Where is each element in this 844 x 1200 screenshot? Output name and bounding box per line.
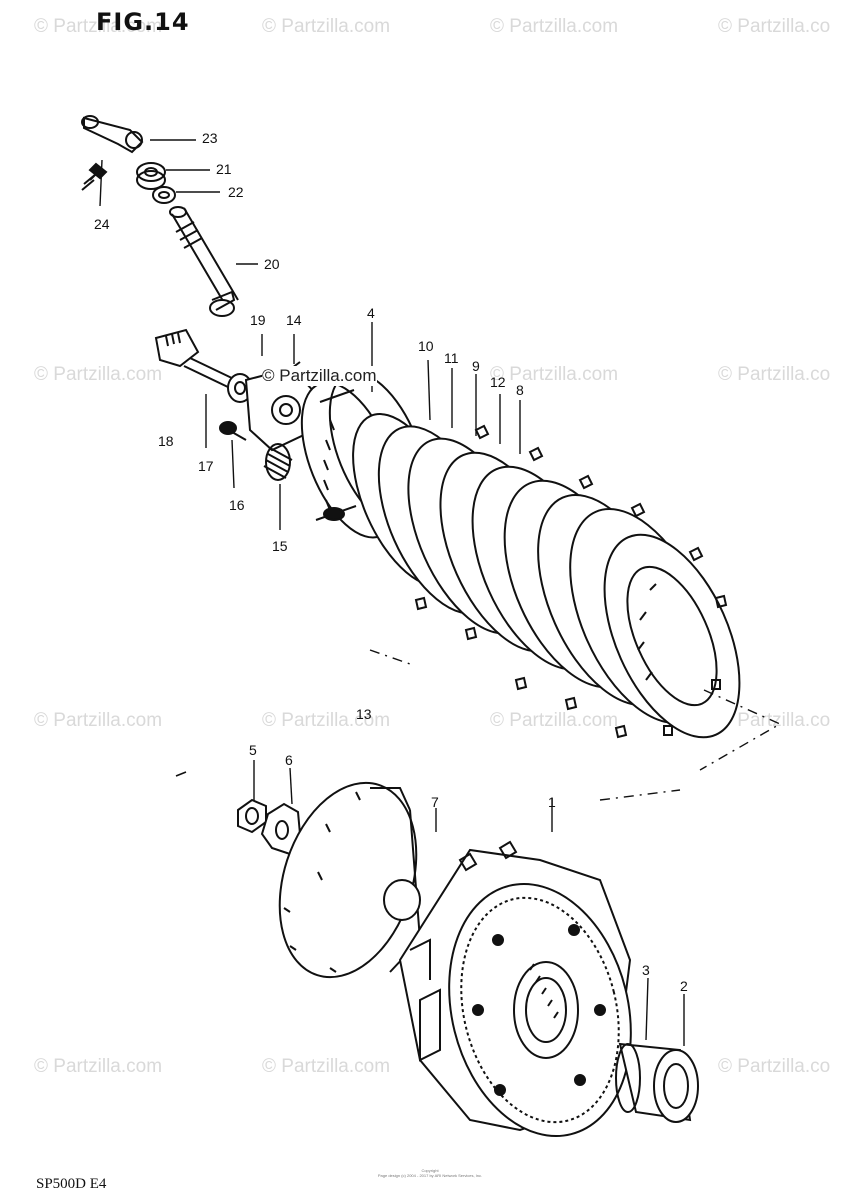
release-arm-part — [81, 115, 144, 154]
pressure-plate-part — [244, 361, 327, 452]
callout-7[interactable]: 7 — [431, 794, 439, 810]
watermark: © Partzilla.com — [262, 366, 377, 386]
callout-1[interactable]: 1 — [548, 794, 556, 810]
callout-14[interactable]: 14 — [286, 312, 302, 328]
watermark: © Partzilla.com — [262, 1056, 391, 1077]
callout-2[interactable]: 2 — [680, 978, 688, 994]
push-rod-part — [154, 328, 237, 389]
copyright-notice: Copyright Page design (c) 2004 - 2017 by… — [330, 1168, 530, 1178]
figure-title: FIG.14 — [96, 8, 190, 36]
clutch-spring-part — [263, 443, 293, 481]
leader-lines — [99, 139, 685, 1046]
nut-part — [237, 798, 267, 834]
oil-seal-part — [136, 162, 166, 190]
callout-22[interactable]: 22 — [228, 184, 244, 200]
callout-12[interactable]: 12 — [490, 374, 506, 390]
callout-15[interactable]: 15 — [272, 538, 288, 554]
callout-24[interactable]: 24 — [94, 216, 110, 232]
callout-4[interactable]: 4 — [367, 305, 375, 321]
model-code: SP500D E4 — [36, 1176, 107, 1192]
watermark: © Partzilla.com — [34, 16, 163, 37]
callout-3[interactable]: 3 — [642, 962, 650, 978]
thrust-plate-part — [278, 781, 422, 979]
callout-11[interactable]: 11 — [444, 350, 459, 366]
watermark: © Partzilla.co — [718, 1056, 831, 1077]
callout-20[interactable]: 20 — [264, 256, 280, 272]
release-shaft-part — [169, 206, 239, 317]
callout-9[interactable]: 9 — [472, 358, 480, 374]
watermark: © Partzilla.co — [718, 710, 831, 731]
watermark: © Partzilla.com — [490, 710, 619, 731]
callout-16[interactable]: 16 — [229, 497, 245, 513]
callout-21[interactable]: 21 — [216, 161, 232, 177]
callout-5[interactable]: 5 — [249, 742, 257, 758]
screw-part — [81, 162, 108, 191]
callout-23[interactable]: 23 — [202, 130, 218, 146]
lock-washer-part — [260, 802, 302, 856]
copyright-line: Copyright — [421, 1168, 439, 1173]
watermark: © Partzilla.com — [262, 16, 391, 37]
watermark: © Partzilla.co — [718, 364, 831, 385]
copyright-line: Page design (c) 2004 - 2017 by ARI Netwo… — [377, 1173, 483, 1178]
watermark: © Partzilla.com — [262, 710, 391, 731]
callout-19[interactable]: 19 — [250, 312, 266, 328]
clutch-plates-stack-part — [352, 413, 741, 739]
watermark: © Partzilla.com — [490, 16, 619, 37]
callout-17[interactable]: 17 — [198, 458, 214, 474]
watermark: © Partzilla.com — [34, 710, 163, 731]
watermark: © Partzilla.co — [718, 16, 831, 37]
callout-18[interactable]: 18 — [158, 433, 174, 449]
bushing-part — [653, 1049, 699, 1123]
watermark: © Partzilla.com — [34, 1056, 163, 1077]
bolt-part — [219, 421, 247, 441]
clutch-housing-part — [398, 840, 632, 1138]
washer-part — [152, 186, 176, 204]
callout-13[interactable]: 13 — [356, 706, 372, 722]
callout-6[interactable]: 6 — [285, 752, 293, 768]
watermark: © Partzilla.com — [490, 364, 619, 385]
watermark: © Partzilla.com — [34, 364, 163, 385]
callout-10[interactable]: 10 — [418, 338, 434, 354]
callout-8[interactable]: 8 — [516, 382, 524, 398]
